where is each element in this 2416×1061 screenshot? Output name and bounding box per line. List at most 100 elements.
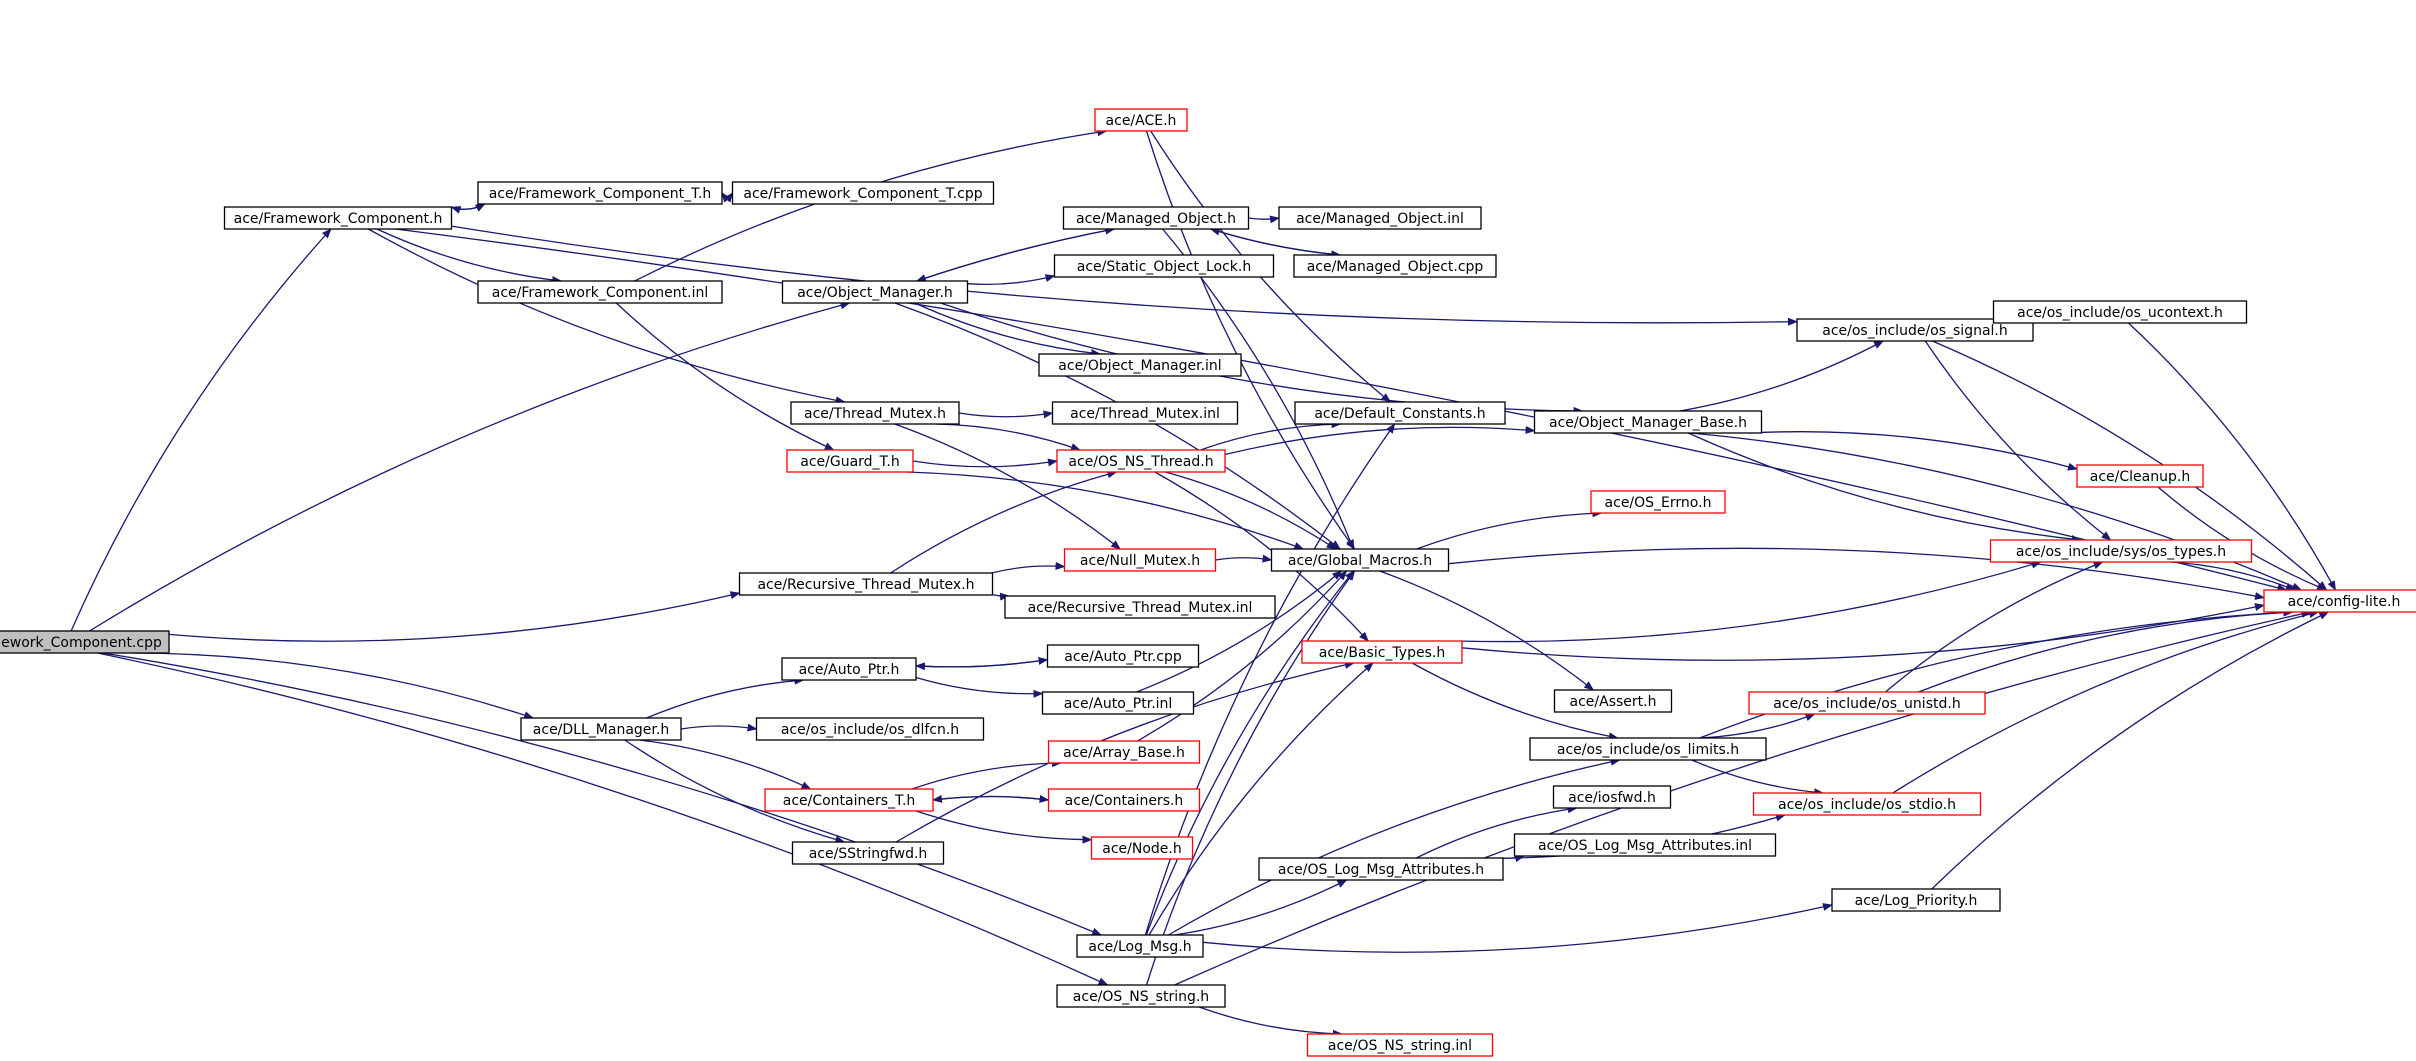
node-apcpp[interactable]: ace/Auto_Ptr.cpp: [1046, 644, 1200, 668]
node-lp[interactable]: ace/Log_Priority.h: [1831, 888, 2001, 912]
edge-limits-to-unistd: [1700, 713, 1816, 739]
node-assert[interactable]: ace/Assert.h: [1553, 689, 1673, 713]
node-osth[interactable]: ace/OS_NS_Thread.h: [1056, 449, 1226, 473]
node-errno[interactable]: ace/OS_Errno.h: [1590, 490, 1726, 514]
node-uctx[interactable]: ace/os_include/os_ucontext.h: [1992, 300, 2248, 324]
node-ab[interactable]: ace/Array_Base.h: [1047, 740, 1201, 764]
node-mocpp[interactable]: ace/Managed_Object.cpp: [1293, 254, 1497, 278]
edge-root-to-fch: [70, 228, 332, 632]
node-lma[interactable]: ace/OS_Log_Msg_Attributes.h: [1258, 857, 1504, 881]
edge-tm-to-osth: [935, 423, 1081, 451]
node-dc[interactable]: ace/Default_Constants.h: [1294, 401, 1506, 425]
edge-lm-to-bt: [1148, 662, 1374, 936]
node-lm[interactable]: ace/Log_Msg.h: [1076, 934, 1204, 958]
node-box: [1831, 888, 2001, 912]
node-box: [2076, 464, 2204, 488]
node-box: [764, 788, 934, 812]
node-lmainl[interactable]: ace/OS_Log_Msg_Attributes.inl: [1513, 833, 1777, 857]
node-box: [1056, 449, 1226, 473]
node-iosfwd[interactable]: ace/iosfwd.h: [1552, 785, 1672, 809]
node-box: [791, 841, 945, 865]
edge-sig-to-systypes: [1924, 340, 2112, 541]
node-label: ace/Recursive_Thread_Mutex.inl: [1028, 600, 1253, 616]
node-label: ace/Object_Manager.inl: [1058, 358, 1221, 374]
edge-root-to-oss: [97, 652, 1109, 986]
node-systypes[interactable]: ace/os_include/sys/os_types.h: [1989, 539, 2253, 563]
node-fcinl[interactable]: ace/Framework_Component.inl: [477, 280, 723, 304]
node-limits[interactable]: ace/os_include/os_limits.h: [1529, 737, 1767, 761]
node-box: [1752, 792, 1982, 816]
edge-mocpp-to-mo: [1209, 227, 1341, 256]
node-label: ace/os_include/sys/os_types.h: [2016, 544, 2226, 560]
node-tminl[interactable]: ace/Thread_Mutex.inl: [1051, 401, 1239, 425]
node-box: [477, 181, 723, 205]
node-rtminl[interactable]: ace/Recursive_Thread_Mutex.inl: [1004, 595, 1276, 619]
node-sol[interactable]: ace/Static_Object_Lock.h: [1053, 254, 1275, 278]
node-stdio[interactable]: ace/os_include/os_stdio.h: [1752, 792, 1982, 816]
node-sig[interactable]: ace/os_include/os_signal.h: [1796, 318, 2034, 342]
node-omb[interactable]: ace/Object_Manager_Base.h: [1533, 410, 1763, 434]
node-label: ace/Containers.h: [1065, 793, 1184, 809]
node-dlfcn[interactable]: ace/os_include/os_dlfcn.h: [755, 717, 985, 741]
node-ace[interactable]: ace/ACE.h: [1094, 108, 1188, 132]
node-moinl[interactable]: ace/Managed_Object.inl: [1278, 206, 1482, 230]
edge-apinl-to-gm: [1136, 570, 1343, 693]
node-config[interactable]: ace/config-lite.h: [2263, 589, 2416, 613]
node-box: [786, 449, 914, 473]
node-apinl[interactable]: ace/Auto_Ptr.inl: [1041, 691, 1195, 715]
node-box: [1293, 254, 1497, 278]
edge-fctcpp-to-fct: [721, 192, 734, 203]
node-nullm[interactable]: ace/Null_Mutex.h: [1063, 548, 1217, 572]
edge-limits-to-stdio: [1691, 759, 1825, 797]
edge-fch-to-sig: [451, 225, 1798, 326]
node-label: ace/config-lite.h: [2288, 594, 2401, 610]
node-ssf[interactable]: ace/SStringfwd.h: [791, 841, 945, 865]
edge-dll-to-ssf: [624, 739, 846, 844]
node-box: [781, 657, 917, 681]
edge-root-to-lm: [102, 652, 1103, 936]
node-label: ace/os_include/os_ucontext.h: [2017, 305, 2223, 321]
node-node[interactable]: ace/Node.h: [1090, 836, 1194, 860]
node-cleanup[interactable]: ace/Cleanup.h: [2076, 464, 2204, 488]
node-root[interactable]: Framework_Component.cpp: [0, 630, 170, 654]
node-ossinl[interactable]: ace/OS_NS_string.inl: [1306, 1033, 1494, 1057]
edge-root-to-rtm: [168, 591, 741, 642]
edge-dll-to-ap: [646, 676, 805, 719]
node-gm[interactable]: ace/Global_Macros.h: [1270, 548, 1450, 572]
edge-bt-to-config: [1461, 603, 2265, 661]
node-tm[interactable]: ace/Thread_Mutex.h: [790, 401, 960, 425]
node-fctcpp[interactable]: ace/Framework_Component_T.cpp: [731, 181, 995, 205]
node-box: [1529, 737, 1767, 761]
node-ct[interactable]: ace/Containers_T.h: [764, 788, 934, 812]
edge-omb-to-cleanup: [1748, 431, 2078, 471]
edge-ab-to-gm: [1137, 570, 1348, 742]
node-ap[interactable]: ace/Auto_Ptr.h: [781, 657, 917, 681]
node-box: [1094, 108, 1188, 132]
dependency-edges: [70, 128, 2337, 1038]
node-fch[interactable]: ace/Framework_Component.h: [223, 206, 453, 230]
node-cont[interactable]: ace/Containers.h: [1047, 788, 1201, 812]
node-label: ace/Thread_Mutex.inl: [1070, 406, 1220, 422]
edge-nullm-to-gm: [1215, 554, 1273, 563]
node-fct[interactable]: ace/Framework_Component_T.h: [477, 181, 723, 205]
node-unistd[interactable]: ace/os_include/os_unistd.h: [1748, 691, 1986, 715]
node-label: ace/DLL_Manager.h: [533, 722, 669, 738]
edge-sig-to-config: [1932, 340, 2328, 591]
node-box: [1041, 691, 1195, 715]
node-label: ace/Containers_T.h: [783, 793, 916, 809]
edge-dll-to-ct: [639, 739, 812, 790]
node-oss[interactable]: ace/OS_NS_string.h: [1056, 984, 1226, 1008]
edge-omb-to-sig: [1679, 340, 1884, 412]
node-om[interactable]: ace/Object_Manager.h: [781, 280, 969, 304]
node-label: ace/Auto_Ptr.cpp: [1064, 649, 1182, 665]
edge-guard-to-osth: [912, 458, 1058, 468]
edge-ap-to-apinl: [915, 676, 1044, 698]
edge-lm-to-lp: [1202, 903, 1833, 953]
node-mo[interactable]: ace/Managed_Object.h: [1062, 206, 1250, 230]
node-bt[interactable]: ace/Basic_Types.h: [1301, 640, 1463, 664]
node-ominl[interactable]: ace/Object_Manager.inl: [1038, 353, 1242, 377]
node-guard[interactable]: ace/Guard_T.h: [786, 449, 914, 473]
node-rtm[interactable]: ace/Recursive_Thread_Mutex.h: [738, 572, 994, 596]
node-box: [1553, 689, 1673, 713]
node-dll[interactable]: ace/DLL_Manager.h: [520, 717, 682, 741]
